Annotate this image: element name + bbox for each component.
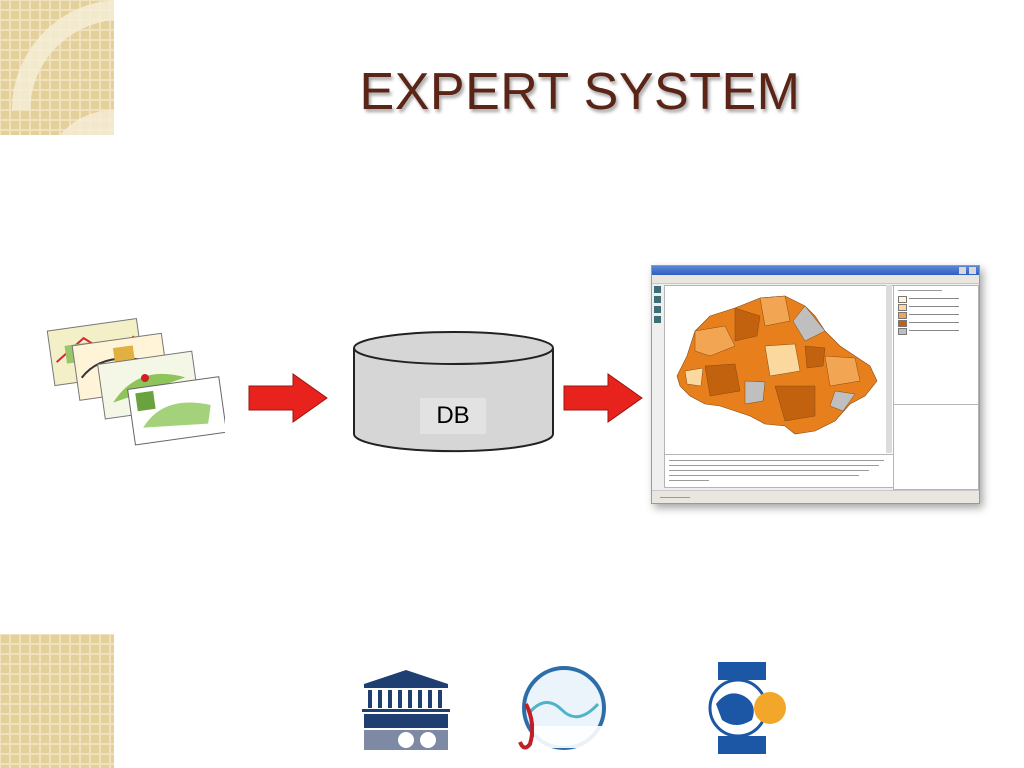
map-scrollbar xyxy=(886,285,892,453)
corner-tile-pattern-top xyxy=(0,0,114,135)
icc2009-logo xyxy=(518,666,608,750)
choropleth-map-icon xyxy=(676,295,878,435)
corner-tile-pattern-bottom xyxy=(0,634,114,768)
window-statusbar xyxy=(652,490,979,503)
db-label: DB xyxy=(420,398,486,434)
map-application-screenshot-icon xyxy=(651,265,980,504)
ufpr-100-logo xyxy=(362,670,450,750)
window-titlebar xyxy=(652,266,979,275)
choropleth-map-panel xyxy=(664,285,894,455)
toolbar-strip xyxy=(654,286,662,326)
stacked-maps-icon xyxy=(46,318,225,446)
right-arrow-icon xyxy=(563,373,643,423)
right-arrow-icon xyxy=(248,373,328,423)
ica-aci-50-years-logo xyxy=(708,662,786,754)
slide-title: EXPERT SYSTEM xyxy=(359,63,801,121)
database-cylinder-icon xyxy=(353,331,554,453)
map-legend-panel xyxy=(893,285,979,405)
details-panel xyxy=(893,404,979,490)
description-text-panel xyxy=(664,454,894,488)
window-menubar xyxy=(652,275,979,284)
